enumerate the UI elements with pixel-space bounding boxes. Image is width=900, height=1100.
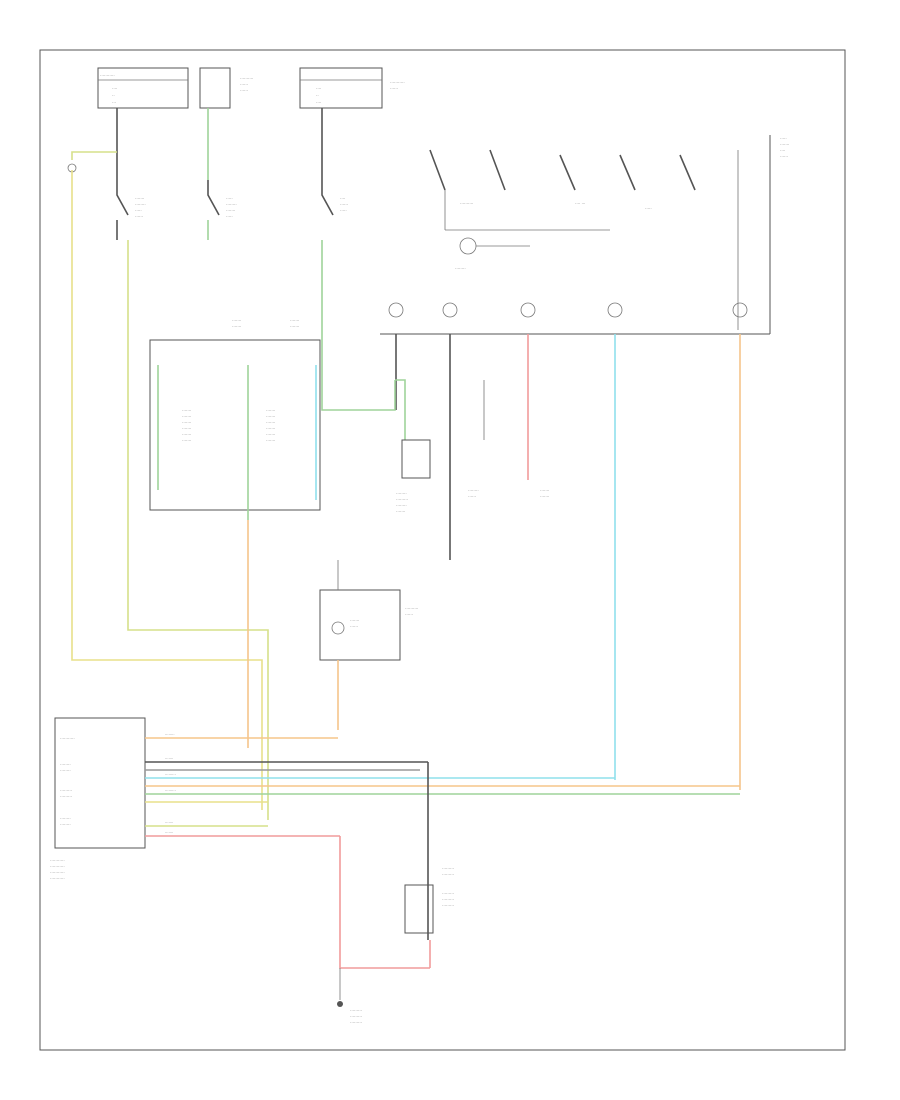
svg-text:········: ········ <box>60 816 71 821</box>
svg-text:·······: ······· <box>290 324 299 329</box>
svg-text:···········: ··········· <box>50 858 65 863</box>
svg-text:·······: ······· <box>266 432 275 437</box>
svg-text:···········: ··········· <box>50 870 65 875</box>
svg-text:····: ···· <box>780 148 785 153</box>
svg-text:······: ······ <box>405 612 413 617</box>
svg-text:····: ···· <box>340 196 345 201</box>
svg-text:······: ······ <box>780 154 788 159</box>
svg-text:······: ······ <box>135 214 143 219</box>
svg-text:······: ······ <box>340 202 348 207</box>
svg-text:·······: ······· <box>350 618 359 623</box>
svg-text:·····: ····· <box>780 136 787 141</box>
svg-text:·········: ········· <box>60 794 72 799</box>
svg-text:·········: ········· <box>396 497 408 502</box>
svg-text:······: ······ <box>468 494 476 499</box>
svg-text:··········: ·········· <box>405 606 418 611</box>
svg-text:···········: ··········· <box>50 864 65 869</box>
switch-clutch: ···· ······ ····· <box>321 180 348 216</box>
svg-text:·········: ········· <box>350 1020 362 1025</box>
svg-text:···· ···: ···· ··· <box>575 201 585 206</box>
svg-text:····: ···· <box>316 86 321 91</box>
svg-text:·······: ······· <box>540 488 549 493</box>
svg-text:·········: ········· <box>350 1014 362 1019</box>
svg-text:·····: ····· <box>340 208 347 213</box>
lamp-module: ······· ······ ·········· ······ <box>319 589 418 661</box>
svg-text:·······: ······· <box>165 757 173 761</box>
svg-text:······: ······ <box>240 88 248 93</box>
svg-text:·······: ······· <box>780 142 789 147</box>
svg-text:········: ········ <box>468 488 479 493</box>
svg-text:··: ·· <box>316 93 319 98</box>
svg-text:·····: ····· <box>226 196 233 201</box>
svg-text:·······: ······· <box>396 509 405 514</box>
svg-text:·········: ········· <box>165 773 176 777</box>
svg-text:·········: ········· <box>165 789 176 793</box>
svg-text:·······: ······· <box>182 420 191 425</box>
svg-text:········: ········ <box>60 768 71 773</box>
svg-text:·······: ······· <box>135 196 144 201</box>
svg-text:·······: ······· <box>266 414 275 419</box>
speed-control-switch-cluster: ·········· ···· ··· ····· ····· ······· … <box>429 136 789 330</box>
svg-text:······: ······ <box>390 86 398 91</box>
svg-text:·······: ······· <box>540 494 549 499</box>
svg-text:··········: ·········· <box>240 76 253 81</box>
svg-text:······: ······ <box>240 82 248 87</box>
svg-text:···: ··· <box>112 100 116 105</box>
fuse-panel-center: ·········· ······ ······ <box>199 67 253 109</box>
page-border <box>39 49 846 1051</box>
svg-text:·····: ····· <box>135 208 142 213</box>
fuse-panel-right: ···· ·· ···· ··········· ······ <box>299 67 405 109</box>
svg-text:···········: ··········· <box>390 80 405 85</box>
svg-text:·········: ········· <box>350 1008 362 1013</box>
svg-text:·······: ······· <box>165 821 173 825</box>
svg-text:·······: ······· <box>290 318 299 323</box>
svg-text:···········: ··········· <box>50 876 65 881</box>
svg-text:·······: ······· <box>182 432 191 437</box>
svg-text:········: ········ <box>396 503 407 508</box>
svg-text:····: ···· <box>316 100 321 105</box>
svg-text:··········: ·········· <box>460 201 473 206</box>
svg-text:··: ·· <box>112 93 115 98</box>
svg-text:········: ········ <box>165 733 175 737</box>
release-switch-block: ········· ········· ········· ········· … <box>404 866 454 934</box>
svg-text:·······: ······· <box>266 408 275 413</box>
svg-text:····: ···· <box>112 86 117 91</box>
switch-brake-pressure: ······· ········ ····· ······ <box>116 180 146 240</box>
svg-text:·····: ····· <box>645 206 652 211</box>
svg-text:·········: ········· <box>442 866 454 871</box>
svg-text:·········: ········· <box>442 891 454 896</box>
svg-text:········: ········ <box>455 266 466 271</box>
svg-text:·······: ······· <box>232 324 241 329</box>
svg-text:·······: ······· <box>182 414 191 419</box>
fuse-panel-left: ··········· ···· ·· ··· <box>97 67 189 109</box>
svg-text:·········: ········· <box>442 903 454 908</box>
svg-text:·······: ······· <box>266 438 275 443</box>
svg-text:·······: ······· <box>232 318 241 323</box>
svg-text:·····: ····· <box>226 214 233 219</box>
svg-text:·········: ········· <box>60 788 72 793</box>
svg-text:·······: ······· <box>266 420 275 425</box>
svg-text:········: ········ <box>60 822 71 827</box>
svg-text:·······: ······· <box>182 426 191 431</box>
svg-text:·······: ······· <box>165 831 173 835</box>
svg-text:······: ······ <box>350 624 358 629</box>
svg-text:········: ········ <box>396 491 407 496</box>
module-block-middle: ······· ······· ······· ······· ······· … <box>149 318 321 511</box>
switch-brake-on-off: ····· ········ ······· ····· <box>207 180 237 240</box>
svg-text:········: ········ <box>226 202 237 207</box>
svg-text:·······: ······· <box>226 208 235 213</box>
svg-text:···········: ··········· <box>60 736 75 741</box>
svg-text:········: ········ <box>60 762 71 767</box>
actuator-box: ········ ········· ········ ······· <box>396 439 431 514</box>
svg-text:········: ········ <box>135 202 146 207</box>
svg-text:·········: ········· <box>442 897 454 902</box>
svg-text:·······: ······· <box>182 408 191 413</box>
svg-text:···········: ··········· <box>100 73 115 78</box>
connector-row <box>380 135 771 335</box>
svg-text:·······: ······· <box>182 438 191 443</box>
svg-text:·······: ······· <box>266 426 275 431</box>
speed-control-module: ··········· ········ ········ ········· … <box>50 717 146 881</box>
svg-text:·········: ········· <box>442 872 454 877</box>
